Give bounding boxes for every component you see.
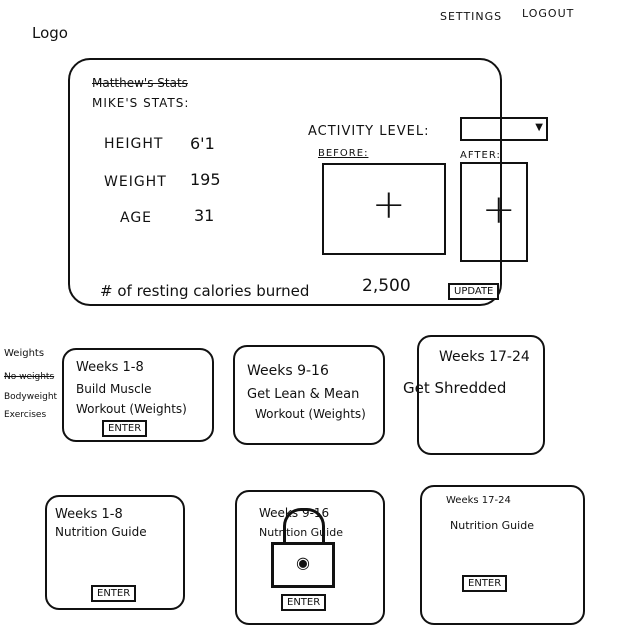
- workout-card-weeks-1-8[interactable]: Weeks 1-8 Build Muscle Workout (Weights)…: [62, 348, 214, 442]
- nutrition-card-weeks-1-8[interactable]: Weeks 1-8 Nutrition Guide Enter: [45, 495, 185, 610]
- crossed-title: Matthew's Stats: [92, 76, 188, 90]
- age-label: Age: [120, 210, 153, 226]
- activity-level-label: Activity Level:: [308, 124, 430, 139]
- workout-card-weeks-9-16[interactable]: Weeks 9-16 Get Lean & Mean Workout (Weig…: [233, 345, 385, 445]
- age-value: 31: [194, 206, 215, 225]
- card-title: Weeks 1-8: [55, 507, 123, 522]
- after-photo-upload[interactable]: +: [460, 162, 528, 262]
- enter-button[interactable]: Enter: [102, 420, 148, 437]
- card-subtitle: Workout (Weights): [255, 407, 366, 421]
- enter-button[interactable]: Enter: [462, 575, 508, 592]
- settings-link[interactable]: Settings: [440, 10, 503, 23]
- card-subtitle: Get Shredded: [403, 379, 507, 397]
- side-weights[interactable]: Weights: [4, 348, 45, 359]
- card-title: Weeks 17-24: [446, 495, 511, 506]
- plus-icon: +: [372, 182, 406, 228]
- side-bodyweight[interactable]: Bodyweight: [4, 392, 58, 402]
- activity-level-dropdown[interactable]: ▼: [460, 117, 548, 141]
- lock-icon: ◉: [271, 542, 335, 588]
- before-label: Before:: [318, 148, 369, 159]
- plus-icon: +: [482, 187, 516, 233]
- profile-card: Matthew's Stats Mike's Stats: Height 6'1…: [68, 58, 502, 306]
- logo[interactable]: Logo: [32, 24, 68, 42]
- side-exercises[interactable]: Exercises: [4, 410, 47, 420]
- before-photo-upload[interactable]: +: [322, 163, 446, 255]
- card-title: Weeks 1-8: [76, 360, 144, 375]
- card-subtitle: Get Lean & Mean: [247, 387, 360, 402]
- stats-title: Mike's Stats:: [92, 96, 190, 110]
- weight-value: 195: [190, 170, 221, 189]
- calories-text: # of resting calories burned: [100, 282, 310, 300]
- chevron-down-icon: ▼: [535, 122, 543, 133]
- after-label: After:: [460, 150, 501, 161]
- update-button[interactable]: Update: [448, 283, 500, 300]
- enter-button[interactable]: Enter: [281, 594, 327, 611]
- lock-shackle: [283, 508, 325, 545]
- card-subtitle: Workout (Weights): [76, 402, 187, 416]
- workout-card-weeks-17-24[interactable]: Weeks 17-24 Get Shredded: [403, 335, 545, 455]
- height-value: 6'1: [190, 134, 215, 153]
- side-no-weights: No weights: [4, 372, 55, 382]
- card-subtitle: Nutrition Guide: [55, 525, 147, 539]
- logout-link[interactable]: Logout: [522, 7, 575, 20]
- weight-label: Weight: [104, 174, 167, 190]
- card-subtitle: Build Muscle: [76, 382, 152, 396]
- card-title: Weeks 9-16: [247, 363, 329, 379]
- nutrition-card-weeks-9-16[interactable]: Weeks 9-16 Nutrition Guide ◉ Enter: [235, 490, 385, 625]
- card-subtitle: Nutrition Guide: [450, 519, 534, 532]
- calories-value: 2,500: [362, 276, 411, 296]
- enter-button[interactable]: Enter: [91, 585, 137, 602]
- nutrition-card-weeks-17-24[interactable]: Weeks 17-24 Nutrition Guide Enter: [420, 485, 585, 625]
- card-title: Weeks 17-24: [439, 349, 530, 365]
- height-label: Height: [104, 136, 164, 152]
